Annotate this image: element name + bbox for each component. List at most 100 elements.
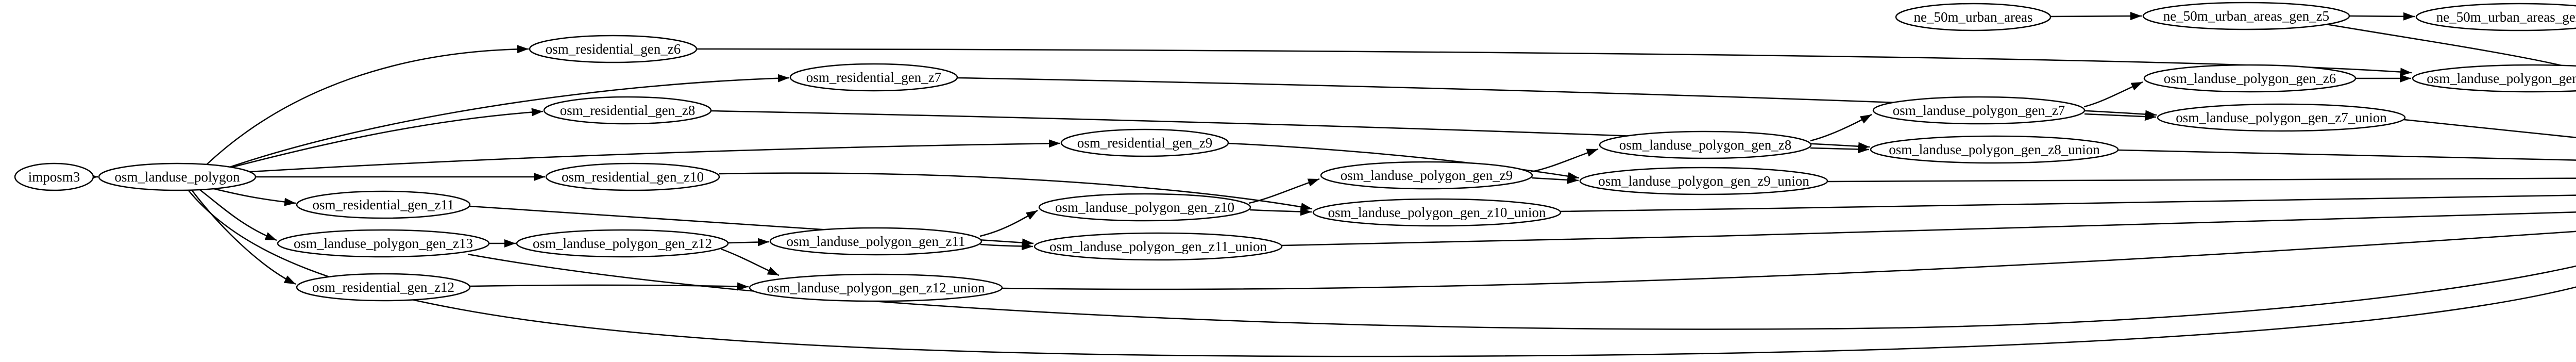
node-label-osm_residential_gen_z8: osm_residential_gen_z8 (560, 103, 695, 118)
edge-ne_50m_urban_areas-to-ne_50m_urban_areas_gen_z5 (2050, 12, 2142, 21)
node-ellipse-osm_residential_gen_z11 (296, 190, 471, 219)
node-ellipse-osm_landuse_polygon_gen_z10 (1038, 193, 1251, 222)
edge-osm_landuse_polygon_gen_z11-to-osm_landuse_polygon_gen_z11_union (980, 242, 1033, 251)
nodes-layer: imposm3 osm_landuse_polygon osm_residentia… (14, 2, 2576, 302)
node-label-osm_landuse_polygon_gen_z11_union: osm_landuse_polygon_gen_z11_union (1049, 239, 1267, 254)
node-osm_landuse_polygon_gen_z9: osm_landuse_polygon_gen_z9 (1320, 161, 1533, 190)
node-ellipse-osm_landuse_polygon_gen_z13 (277, 229, 490, 258)
edge-osm_landuse_polygon_gen_z7-to-osm_landuse_polygon_gen_z6 (2083, 81, 2143, 108)
node-osm_landuse_polygon_gen_z11_union: osm_landuse_polygon_gen_z11_union (1033, 232, 1283, 261)
node-label-osm_landuse_polygon_gen_z13: osm_landuse_polygon_gen_z13 (294, 236, 473, 251)
node-osm_landuse_polygon_gen_z8_union: osm_landuse_polygon_gen_z8_union (1870, 135, 2119, 164)
edge-osm_landuse_polygon_gen_z9_union-to-layer_landuse.z9 (1827, 177, 2576, 183)
edge-osm_landuse_polygon_gen_z8-to-osm_landuse_polygon_gen_z8_union (1810, 145, 1870, 154)
node-ellipse-osm_landuse_polygon_gen_z7 (1872, 96, 2086, 125)
edge-osm_landuse_polygon_gen_z12-to-osm_landuse_polygon_gen_z11 (727, 238, 770, 246)
node-ellipse-osm_landuse_polygon (98, 162, 257, 191)
node-label-imposm3: imposm3 (28, 169, 80, 185)
node-ellipse-osm_landuse_polygon_gen_z9_union (1579, 167, 1828, 195)
node-label-osm_landuse_polygon_gen_z12: osm_landuse_polygon_gen_z12 (533, 236, 712, 251)
node-osm_landuse_polygon_gen_z6_union: osm_landuse_polygon_gen_z6_union (2412, 64, 2576, 93)
edge-osm_landuse_polygon-to-osm_residential_gen_z6 (206, 45, 529, 166)
node-label-osm_landuse_polygon_gen_z9_union: osm_landuse_polygon_gen_z9_union (1598, 173, 1809, 189)
edge-ne_50m_urban_areas_gen_z5-to-ne_50m_urban_areas_gen_z4 (2349, 12, 2415, 21)
edge-osm_residential_gen_z6-to-osm_landuse_polygon_gen_z6_union (696, 48, 2412, 76)
node-osm_landuse_polygon_gen_z8: osm_landuse_polygon_gen_z8 (1599, 130, 1812, 159)
node-osm_landuse_polygon_gen_z12_union: osm_landuse_polygon_gen_z12_union (749, 273, 1003, 302)
edge-osm_residential_gen_z9-to-osm_landuse_polygon_gen_z9_union (1228, 142, 1580, 180)
node-ellipse-imposm3 (14, 162, 94, 191)
node-ellipse-ne_50m_urban_areas_gen_z5 (2142, 2, 2350, 30)
node-ellipse-osm_landuse_polygon_gen_z6_union (2412, 64, 2576, 93)
node-label-osm_landuse_polygon: osm_landuse_polygon (115, 169, 240, 185)
node-ellipse-osm_landuse_polygon_gen_z8 (1599, 130, 1812, 159)
edge-osm_landuse_polygon_gen_z10-to-osm_landuse_polygon_gen_z10_union (1249, 207, 1312, 216)
node-label-osm_residential_gen_z11: osm_residential_gen_z11 (313, 197, 454, 212)
node-osm_landuse_polygon_gen_z7_union: osm_landuse_polygon_gen_z7_union (2157, 103, 2406, 132)
node-ellipse-osm_landuse_polygon_gen_z9 (1320, 161, 1533, 190)
node-label-osm_landuse_polygon_gen_z11: osm_landuse_polygon_gen_z11 (787, 234, 965, 249)
node-osm_landuse_polygon: osm_landuse_polygon (98, 162, 257, 191)
node-osm_landuse_polygon_gen_z7: osm_landuse_polygon_gen_z7 (1872, 96, 2086, 125)
edge-osm_landuse_polygon_gen_z7-to-osm_landuse_polygon_gen_z7_union (2084, 112, 2157, 121)
edge-osm_landuse_polygon_gen_z12-to-osm_landuse_polygon_gen_z12_union (721, 248, 779, 276)
node-ellipse-osm_residential_gen_z10 (545, 162, 720, 191)
node-label-ne_50m_urban_areas: ne_50m_urban_areas (1914, 9, 2033, 25)
node-label-osm_landuse_polygon_gen_z10_union: osm_landuse_polygon_gen_z10_union (1328, 205, 1546, 220)
edge-osm_landuse_polygon_gen_z8-to-osm_landuse_polygon_gen_z7 (1810, 113, 1872, 142)
node-label-ne_50m_urban_areas_gen_z4: ne_50m_urban_areas_gen_z4 (2436, 9, 2576, 25)
node-label-osm_landuse_polygon_gen_z7_union: osm_landuse_polygon_gen_z7_union (2176, 110, 2387, 125)
node-ellipse-osm_landuse_polygon_gen_z7_union (2157, 103, 2406, 132)
edge-osm_landuse_polygon-to-osm_residential_gen_z11 (205, 186, 296, 206)
edge-osm_landuse_polygon-to-osm_landuse_polygon_gen_z13 (197, 188, 277, 241)
edge-osm_landuse_polygon_gen_z9-to-osm_landuse_polygon_gen_z8 (1531, 148, 1599, 173)
node-label-osm_landuse_polygon_gen_z12_union: osm_landuse_polygon_gen_z12_union (767, 280, 985, 295)
node-label-osm_landuse_polygon_gen_z8_union: osm_landuse_polygon_gen_z8_union (1889, 142, 2100, 157)
node-ellipse-osm_residential_gen_z8 (543, 96, 712, 125)
node-osm_landuse_polygon_gen_z6: osm_landuse_polygon_gen_z6 (2143, 64, 2357, 93)
edge-osm_landuse_polygon-to-osm_residential_gen_z7 (225, 74, 790, 170)
edge-osm_residential_gen_z11-to-osm_landuse_polygon_gen_z11_union (469, 205, 1034, 247)
node-label-osm_residential_gen_z7: osm_residential_gen_z7 (806, 70, 941, 85)
edge-osm_landuse_polygon_gen_z7_union-to-layer_landuse.z7 (2403, 119, 2576, 139)
node-ellipse-osm_landuse_polygon_gen_z11_union (1033, 232, 1283, 261)
node-imposm3: imposm3 (14, 162, 94, 191)
node-osm_residential_gen_z10: osm_residential_gen_z10 (545, 162, 720, 191)
node-label-osm_landuse_polygon_gen_z6_union: osm_landuse_polygon_gen_z6_union (2427, 71, 2576, 86)
node-label-osm_residential_gen_z9: osm_residential_gen_z9 (1077, 135, 1212, 151)
node-osm_residential_gen_z6: osm_residential_gen_z6 (529, 35, 698, 63)
node-ellipse-osm_landuse_polygon_gen_z12 (516, 229, 729, 258)
node-label-osm_landuse_polygon_gen_z10: osm_landuse_polygon_gen_z10 (1055, 200, 1234, 215)
node-ellipse-osm_residential_gen_z7 (789, 63, 958, 92)
node-osm_landuse_polygon_gen_z13: osm_landuse_polygon_gen_z13 (277, 229, 490, 258)
node-osm_landuse_polygon_gen_z9_union: osm_landuse_polygon_gen_z9_union (1579, 167, 1828, 195)
node-osm_residential_gen_z12: osm_residential_gen_z12 (296, 273, 471, 302)
node-label-osm_residential_gen_z6: osm_residential_gen_z6 (546, 41, 681, 57)
edge-osm_landuse_polygon-to-osm_residential_gen_z9 (232, 139, 1061, 174)
node-ne_50m_urban_areas_gen_z4: ne_50m_urban_areas_gen_z4 (2415, 3, 2576, 31)
node-label-osm_landuse_polygon_gen_z8: osm_landuse_polygon_gen_z8 (1619, 137, 1791, 153)
node-label-osm_landuse_polygon_gen_z7: osm_landuse_polygon_gen_z7 (1893, 103, 2065, 118)
node-label-osm_residential_gen_z12: osm_residential_gen_z12 (312, 279, 454, 295)
node-ellipse-osm_residential_gen_z6 (529, 35, 698, 63)
node-ne_50m_urban_areas: ne_50m_urban_areas (1895, 3, 2052, 31)
edge-osm_landuse_polygon_gen_z10_union-to-layer_landuse.z10 (1560, 194, 2576, 212)
node-ellipse-osm_landuse_polygon_gen_z6 (2143, 64, 2357, 93)
node-ellipse-osm_landuse_polygon_gen_z11 (769, 227, 982, 256)
node-osm_landuse_polygon_gen_z10: osm_landuse_polygon_gen_z10 (1038, 193, 1251, 222)
edge-osm_landuse_polygon_gen_z10-to-osm_landuse_polygon_gen_z9 (1248, 178, 1320, 204)
node-osm_landuse_polygon_gen_z10_union: osm_landuse_polygon_gen_z10_union (1312, 198, 1562, 227)
node-label-osm_landuse_polygon_gen_z9: osm_landuse_polygon_gen_z9 (1341, 168, 1513, 183)
edge-osm_landuse_polygon_gen_z12_union-to-layer_landuse.z12 (1002, 231, 2576, 290)
node-ellipse-osm_residential_gen_z12 (296, 273, 471, 302)
node-osm_residential_gen_z9: osm_residential_gen_z9 (1060, 128, 1229, 157)
edge-osm_landuse_polygon_gen_z8_union-to-layer_landuse.z8 (2117, 149, 2576, 161)
node-label-ne_50m_urban_areas_gen_z5: ne_50m_urban_areas_gen_z5 (2163, 8, 2329, 24)
node-ellipse-ne_50m_urban_areas_gen_z4 (2415, 3, 2576, 31)
edge-osm_landuse_polygon-to-osm_residential_gen_z8 (220, 108, 544, 171)
node-ellipse-osm_residential_gen_z9 (1060, 128, 1229, 157)
edge-osm_landuse_polygon_gen_z11-to-osm_landuse_polygon_gen_z10 (979, 209, 1038, 237)
node-label-osm_residential_gen_z10: osm_residential_gen_z10 (562, 169, 704, 185)
